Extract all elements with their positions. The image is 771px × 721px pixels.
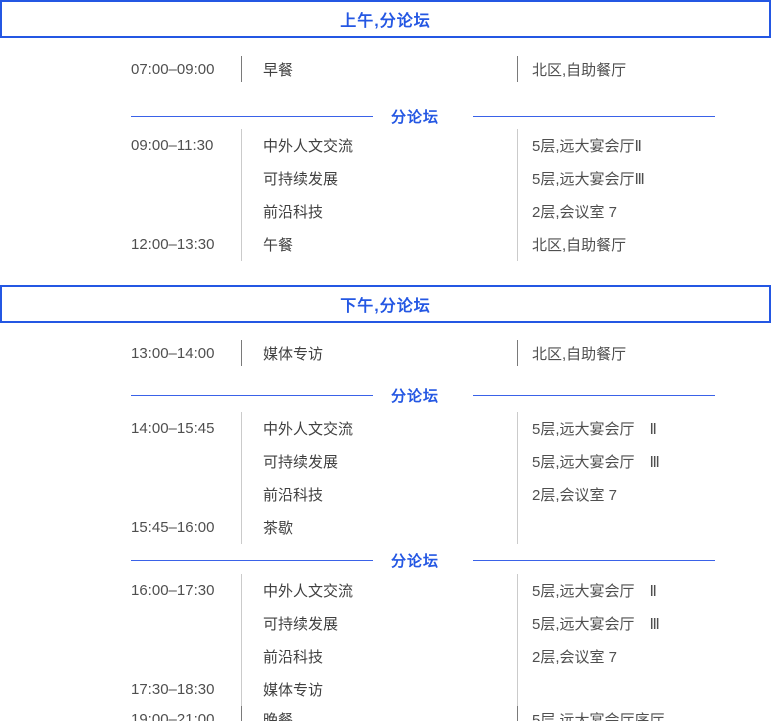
location-cell	[532, 511, 715, 544]
forum-divider: 分论坛	[131, 550, 716, 570]
event-column: 中外人文交流可持续发展前沿科技茶歇	[241, 412, 517, 544]
divider-line-left	[131, 394, 373, 396]
time-cell: 13:00–14:00	[131, 344, 215, 362]
location-column: 北区,自助餐厅	[517, 56, 715, 82]
time-cell: 16:00–17:30	[131, 582, 215, 599]
time-cell: 15:45–16:00	[131, 519, 215, 536]
location-cell: 2层,会议室 7	[532, 649, 618, 666]
location-cell: 5层,远大宴会厅Ⅲ	[532, 171, 645, 188]
time-cell	[131, 478, 241, 511]
time-cell: 09:00–11:30	[131, 137, 214, 154]
location-column: 5层,远大宴会厅 Ⅱ 5层,远大宴会厅 Ⅲ 2层,会议室 7	[517, 574, 715, 706]
time-column: 19:00–21:00	[131, 706, 241, 721]
location-column: 5层,远大宴会厅Ⅱ 5层,远大宴会厅Ⅲ 2层,会议室 7 北区,自助餐厅	[517, 129, 715, 261]
location-cell: 2层,会议室 7	[532, 487, 618, 504]
forum-divider-label: 分论坛	[391, 552, 440, 570]
time-cell	[131, 195, 241, 228]
divider-line-left	[131, 559, 373, 561]
forum-divider: 分论坛	[131, 385, 716, 405]
location-cell	[532, 673, 715, 706]
time-column: 16:00–17:30 17:30–18:30	[131, 574, 241, 706]
event-column: 媒体专访	[241, 340, 517, 366]
event-cell: 前沿科技	[263, 487, 324, 504]
event-column: 中外人文交流可持续发展前沿科技媒体专访	[241, 574, 517, 706]
schedule-group: 07:00–09:00 早餐 北区,自助餐厅	[131, 56, 715, 82]
location-cell: 北区,自助餐厅	[532, 237, 627, 254]
time-cell: 17:30–18:30	[131, 681, 215, 698]
location-column: 5层,远大宴会厅序厅	[517, 706, 715, 721]
location-cell: 5层,远大宴会厅序厅	[532, 711, 665, 721]
event-cell: 中外人文交流	[263, 421, 354, 438]
location-cell: 北区,自助餐厅	[532, 61, 627, 79]
location-cell: 北区,自助餐厅	[532, 345, 627, 363]
time-column: 13:00–14:00	[131, 340, 241, 366]
event-cell: 中外人文交流	[263, 583, 354, 600]
time-column: 07:00–09:00	[131, 56, 241, 82]
divider-line-right	[473, 394, 716, 396]
event-cell: 晚餐	[263, 711, 294, 721]
section: 下午,分论坛 13:00–14:00 媒体专访 北区,自助餐厅分论坛 14:00–15:…	[0, 285, 771, 721]
location-cell: 5层,远大宴会厅 Ⅲ	[532, 616, 660, 633]
schedule-group: 19:00–21:00 晚餐 5层,远大宴会厅序厅	[131, 706, 715, 721]
time-column: 14:00–15:45 15:45–16:00	[131, 412, 241, 544]
event-cell: 可持续发展	[263, 171, 339, 188]
event-cell: 早餐	[263, 61, 294, 79]
time-column: 09:00–11:30 12:00–13:30	[131, 129, 241, 261]
time-cell	[131, 640, 241, 673]
event-column: 晚餐	[241, 706, 517, 721]
time-cell: 19:00–21:00	[131, 710, 215, 721]
location-cell: 5层,远大宴会厅Ⅱ	[532, 138, 642, 155]
section-header: 下午,分论坛	[0, 285, 771, 323]
forum-divider-label: 分论坛	[391, 108, 440, 126]
time-cell: 14:00–15:45	[131, 420, 215, 437]
section-header: 上午,分论坛	[0, 0, 771, 38]
location-cell: 5层,远大宴会厅 Ⅲ	[532, 454, 660, 471]
location-column: 北区,自助餐厅	[517, 340, 715, 366]
event-cell: 可持续发展	[263, 616, 339, 633]
schedule-group: 16:00–17:30 17:30–18:30 中外人文交流可持续发展前沿科技媒体专…	[131, 574, 715, 706]
event-cell: 茶歇	[263, 520, 294, 537]
time-cell	[131, 607, 241, 640]
location-column: 5层,远大宴会厅 Ⅱ 5层,远大宴会厅 Ⅲ 2层,会议室 7	[517, 412, 715, 544]
event-cell: 媒体专访	[263, 345, 324, 363]
event-column: 早餐	[241, 56, 517, 82]
event-cell: 前沿科技	[263, 649, 324, 666]
time-cell	[131, 445, 241, 478]
location-cell: 2层,会议室 7	[532, 204, 618, 221]
schedule-group: 13:00–14:00 媒体专访 北区,自助餐厅	[131, 340, 715, 366]
event-cell: 中外人文交流	[263, 138, 354, 155]
event-cell: 媒体专访	[263, 682, 324, 699]
forum-divider-label: 分论坛	[391, 387, 440, 405]
location-cell: 5层,远大宴会厅 Ⅱ	[532, 583, 657, 600]
time-cell: 12:00–13:30	[131, 236, 215, 253]
event-cell: 前沿科技	[263, 204, 324, 221]
event-column: 中外人文交流可持续发展前沿科技午餐	[241, 129, 517, 261]
forum-divider: 分论坛	[131, 106, 716, 126]
divider-line-right	[473, 559, 716, 561]
divider-line-right	[473, 115, 716, 117]
time-cell	[131, 162, 241, 195]
divider-line-left	[131, 115, 373, 117]
time-cell: 07:00–09:00	[131, 60, 215, 78]
event-cell: 可持续发展	[263, 454, 339, 471]
location-cell: 5层,远大宴会厅 Ⅱ	[532, 421, 657, 438]
event-cell: 午餐	[263, 237, 294, 254]
